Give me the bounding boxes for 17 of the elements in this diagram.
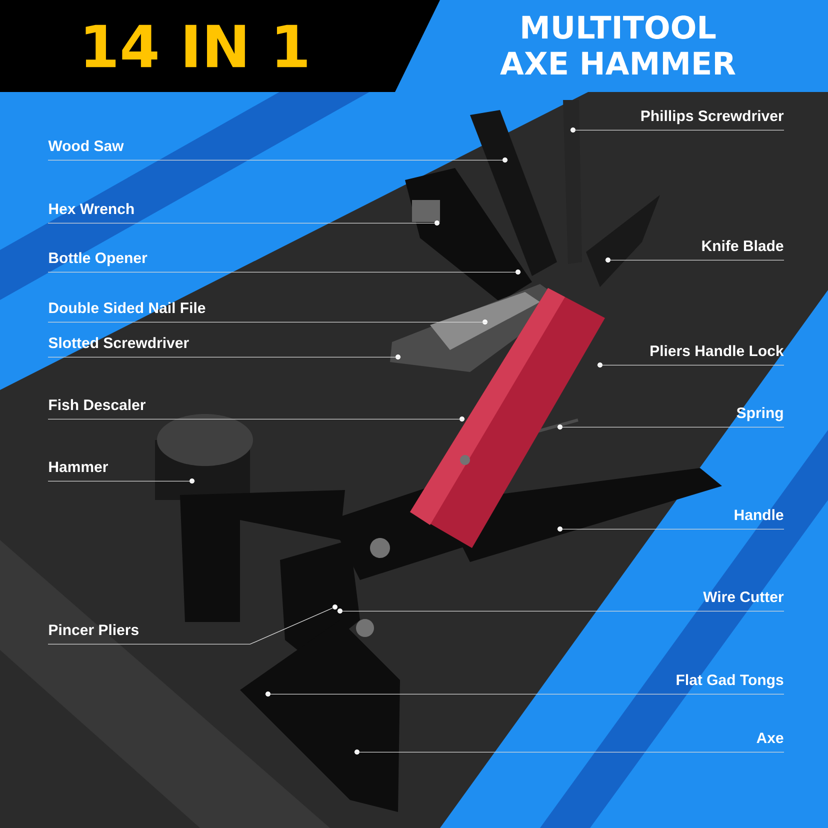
- leader-line: [48, 608, 333, 645]
- part-label: Spring: [736, 407, 783, 422]
- part-label: Pincer Pliers: [49, 624, 138, 636]
- part-label: Handle: [734, 509, 784, 520]
- part-label: Phillips Screwdriver: [641, 110, 784, 124]
- part-label: Fish Descaler: [49, 399, 146, 410]
- part-label: Wire Cutter: [703, 591, 784, 602]
- part-label: Hammer: [49, 462, 108, 472]
- part-label: Knife Blade: [702, 240, 784, 252]
- part-label: Bottle Opener: [49, 252, 148, 266]
- part-label: Pliers Handle Lock: [650, 345, 784, 356]
- heading: MULTITOOL AXE HAMMER: [500, 16, 736, 74]
- part-label: Hex Wrench: [49, 203, 134, 214]
- part-label: Axe: [756, 732, 784, 744]
- part-label: Wood Saw: [48, 140, 124, 152]
- title: 14 IN 1: [86, 24, 307, 68]
- part-label: Flat Gad Tongs: [676, 674, 784, 688]
